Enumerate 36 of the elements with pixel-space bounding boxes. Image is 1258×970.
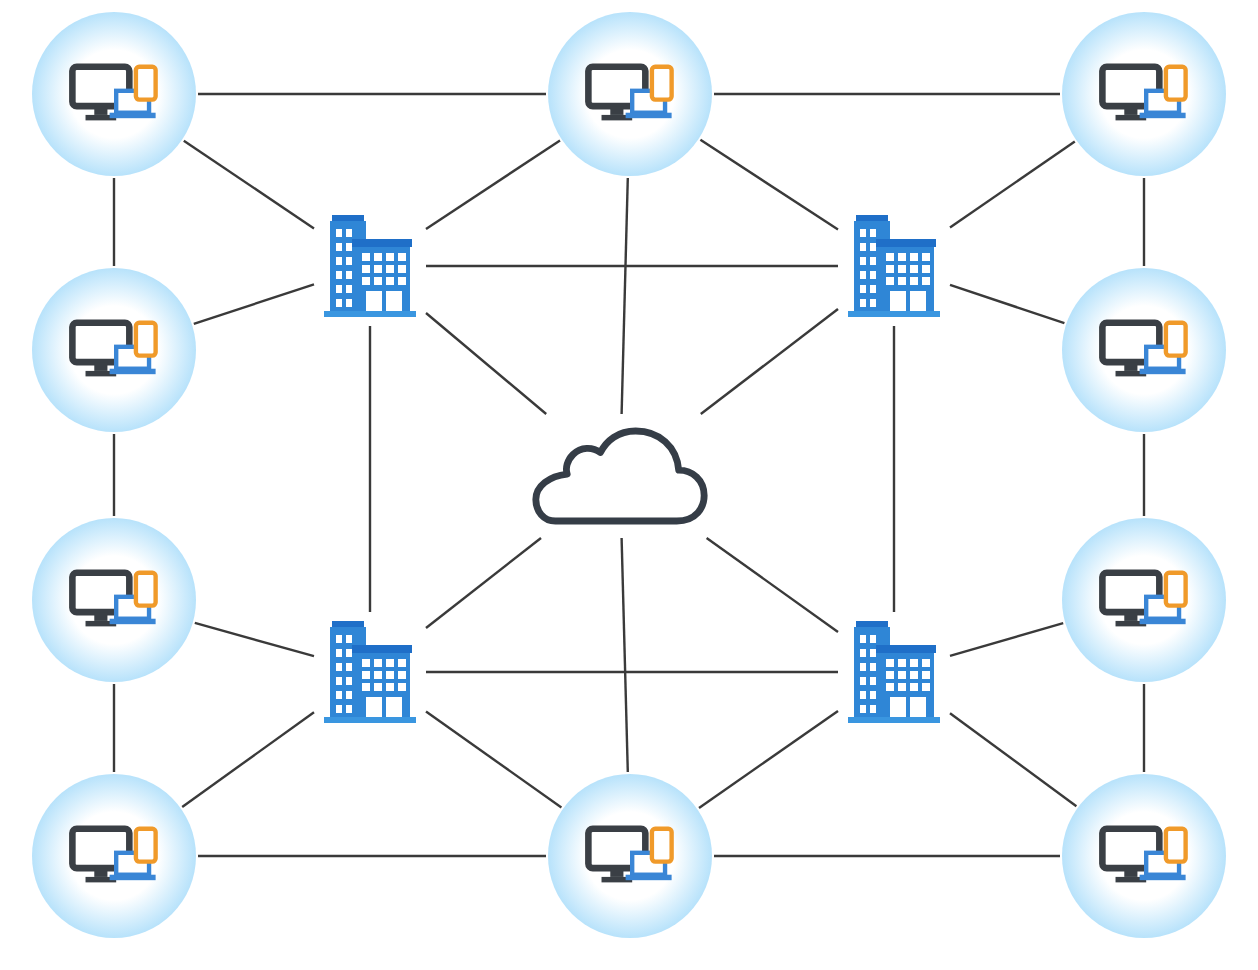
connector-line (1142, 434, 1146, 516)
connector-line (112, 684, 116, 772)
connector-line (949, 283, 1065, 325)
connector-line (699, 138, 839, 231)
connector-line (698, 710, 839, 809)
connector-line (425, 537, 542, 629)
connector-line (194, 621, 315, 658)
connector-line (714, 92, 1060, 96)
connector-line (714, 854, 1060, 858)
connector-line (949, 140, 1076, 229)
connector-line (1142, 684, 1146, 772)
connector-line (112, 178, 116, 266)
connector-line (705, 537, 839, 633)
connector-line (198, 92, 546, 96)
connector-line (425, 312, 547, 415)
connector-line (426, 264, 838, 268)
connector-line (425, 710, 563, 809)
connector-line (620, 537, 629, 773)
connector-line (181, 711, 315, 808)
connector-line (700, 308, 839, 415)
building-icon (320, 618, 420, 726)
connector-line (949, 622, 1064, 657)
connector-line (949, 712, 1078, 808)
connector-line (1142, 178, 1146, 266)
connector-line (198, 854, 546, 858)
building-icon (844, 212, 944, 320)
connector-line (425, 139, 561, 230)
connector-line (112, 434, 116, 516)
connector-line (892, 326, 896, 612)
building-icon (320, 212, 420, 320)
connector-line (183, 139, 315, 230)
building-icon (844, 618, 944, 726)
connector-line (193, 283, 315, 325)
connector-line (620, 177, 629, 415)
connector-line (368, 326, 372, 612)
connector-line (426, 670, 838, 674)
